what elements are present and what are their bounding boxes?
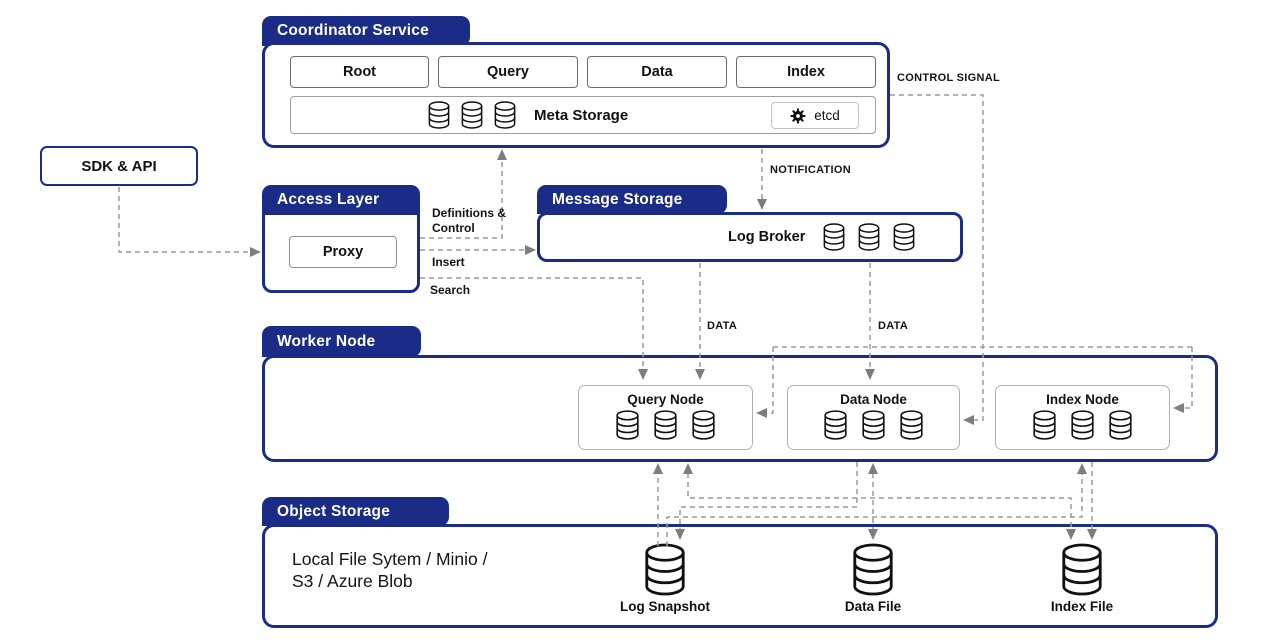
- sdk-api-box: SDK & API: [40, 146, 198, 186]
- coordinator-service-tab: Coordinator Service: [262, 16, 470, 46]
- database-icon: [1070, 410, 1095, 440]
- database-icon: [849, 543, 897, 596]
- object-storage-description-line2: S3 / Azure Blob: [292, 571, 413, 591]
- database-icon: [1032, 410, 1057, 440]
- object-storage-title: Object Storage: [277, 502, 391, 520]
- database-icon: [1058, 543, 1106, 596]
- log-snapshot-store: Log Snapshot: [605, 543, 725, 614]
- data-flow-label-data: DATA: [878, 320, 909, 332]
- object-storage-description: Local File Sytem / Minio / S3 / Azure Bl…: [292, 548, 487, 592]
- log-broker-label: Log Broker: [728, 229, 806, 245]
- worker-node-tab: Worker Node: [262, 326, 421, 357]
- sdk-api-label: SDK & API: [81, 157, 157, 175]
- log-broker-row: Log Broker: [728, 215, 916, 259]
- message-storage-title: Message Storage: [552, 190, 683, 208]
- database-icon: [653, 410, 678, 440]
- database-icon: [493, 101, 517, 129]
- worker-node-title: Worker Node: [277, 332, 376, 350]
- meta-storage-label: Meta Storage: [534, 106, 629, 124]
- data-coord-label: Data: [641, 64, 673, 80]
- data-node-box: Data Node: [787, 385, 960, 450]
- data-flow-label-query: DATA: [707, 320, 738, 332]
- database-icon: [641, 543, 689, 596]
- etcd-label: etcd: [814, 108, 840, 123]
- data-file-store: Data File: [813, 543, 933, 614]
- database-icon: [460, 101, 484, 129]
- control-signal-label: CONTROL SIGNAL: [897, 72, 1000, 84]
- meta-storage-box: Meta Storage etcd: [290, 96, 876, 134]
- database-icon: [1108, 410, 1133, 440]
- query-coord-label: Query: [487, 64, 529, 80]
- coordinator-service-title: Coordinator Service: [277, 22, 429, 39]
- meta-storage-row: Meta Storage: [427, 97, 628, 133]
- insert-label: Insert: [432, 255, 465, 269]
- edge-datanode-to-logsnapshot: [679, 462, 858, 530]
- database-icon: [691, 410, 716, 440]
- root-coord-label: Root: [342, 64, 376, 80]
- root-coord-box: Root: [290, 56, 429, 88]
- database-icon: [857, 223, 881, 251]
- index-node-box: Index Node: [995, 385, 1170, 450]
- index-file-store: Index File: [1022, 543, 1142, 614]
- index-file-label: Index File: [1050, 599, 1114, 614]
- data-node-label: Data Node: [840, 392, 907, 407]
- proxy-label: Proxy: [322, 244, 364, 260]
- etcd-logo-icon: [790, 107, 806, 124]
- notification-label: NOTIFICATION: [770, 164, 851, 176]
- etcd-box: etcd: [771, 102, 859, 129]
- index-coord-box: Index: [736, 56, 876, 88]
- index-node-label: Index Node: [1046, 392, 1119, 407]
- index-node-databases: [1032, 410, 1133, 440]
- edge-query-indexfile: [687, 473, 1072, 530]
- proxy-box: Proxy: [289, 236, 397, 268]
- query-node-label: Query Node: [627, 392, 704, 407]
- message-storage-tab: Message Storage: [537, 185, 727, 214]
- data-node-databases: [823, 410, 924, 440]
- data-coord-box: Data: [587, 56, 727, 88]
- query-coord-box: Query: [438, 56, 578, 88]
- database-icon: [823, 410, 848, 440]
- message-storage-box: Log Broker: [537, 212, 963, 262]
- database-icon: [615, 410, 640, 440]
- object-storage-tab: Object Storage: [262, 497, 449, 526]
- access-layer-tab: Access Layer: [262, 185, 420, 214]
- object-storage-description-line1: Local File Sytem / Minio /: [292, 549, 488, 569]
- database-icon: [861, 410, 886, 440]
- access-layer-title: Access Layer: [277, 190, 380, 208]
- log-snapshot-label: Log Snapshot: [620, 599, 710, 614]
- database-icon: [427, 101, 451, 129]
- database-icon: [822, 223, 846, 251]
- query-node-databases: [615, 410, 716, 440]
- data-file-label: Data File: [844, 599, 902, 614]
- edge-sdk-to-access: [118, 187, 251, 253]
- definitions-control-label: Definitions & Control: [432, 206, 506, 235]
- database-icon: [899, 410, 924, 440]
- index-coord-label: Index: [787, 64, 825, 80]
- database-icon: [892, 223, 916, 251]
- query-node-box: Query Node: [578, 385, 753, 450]
- search-label: Search: [430, 283, 471, 297]
